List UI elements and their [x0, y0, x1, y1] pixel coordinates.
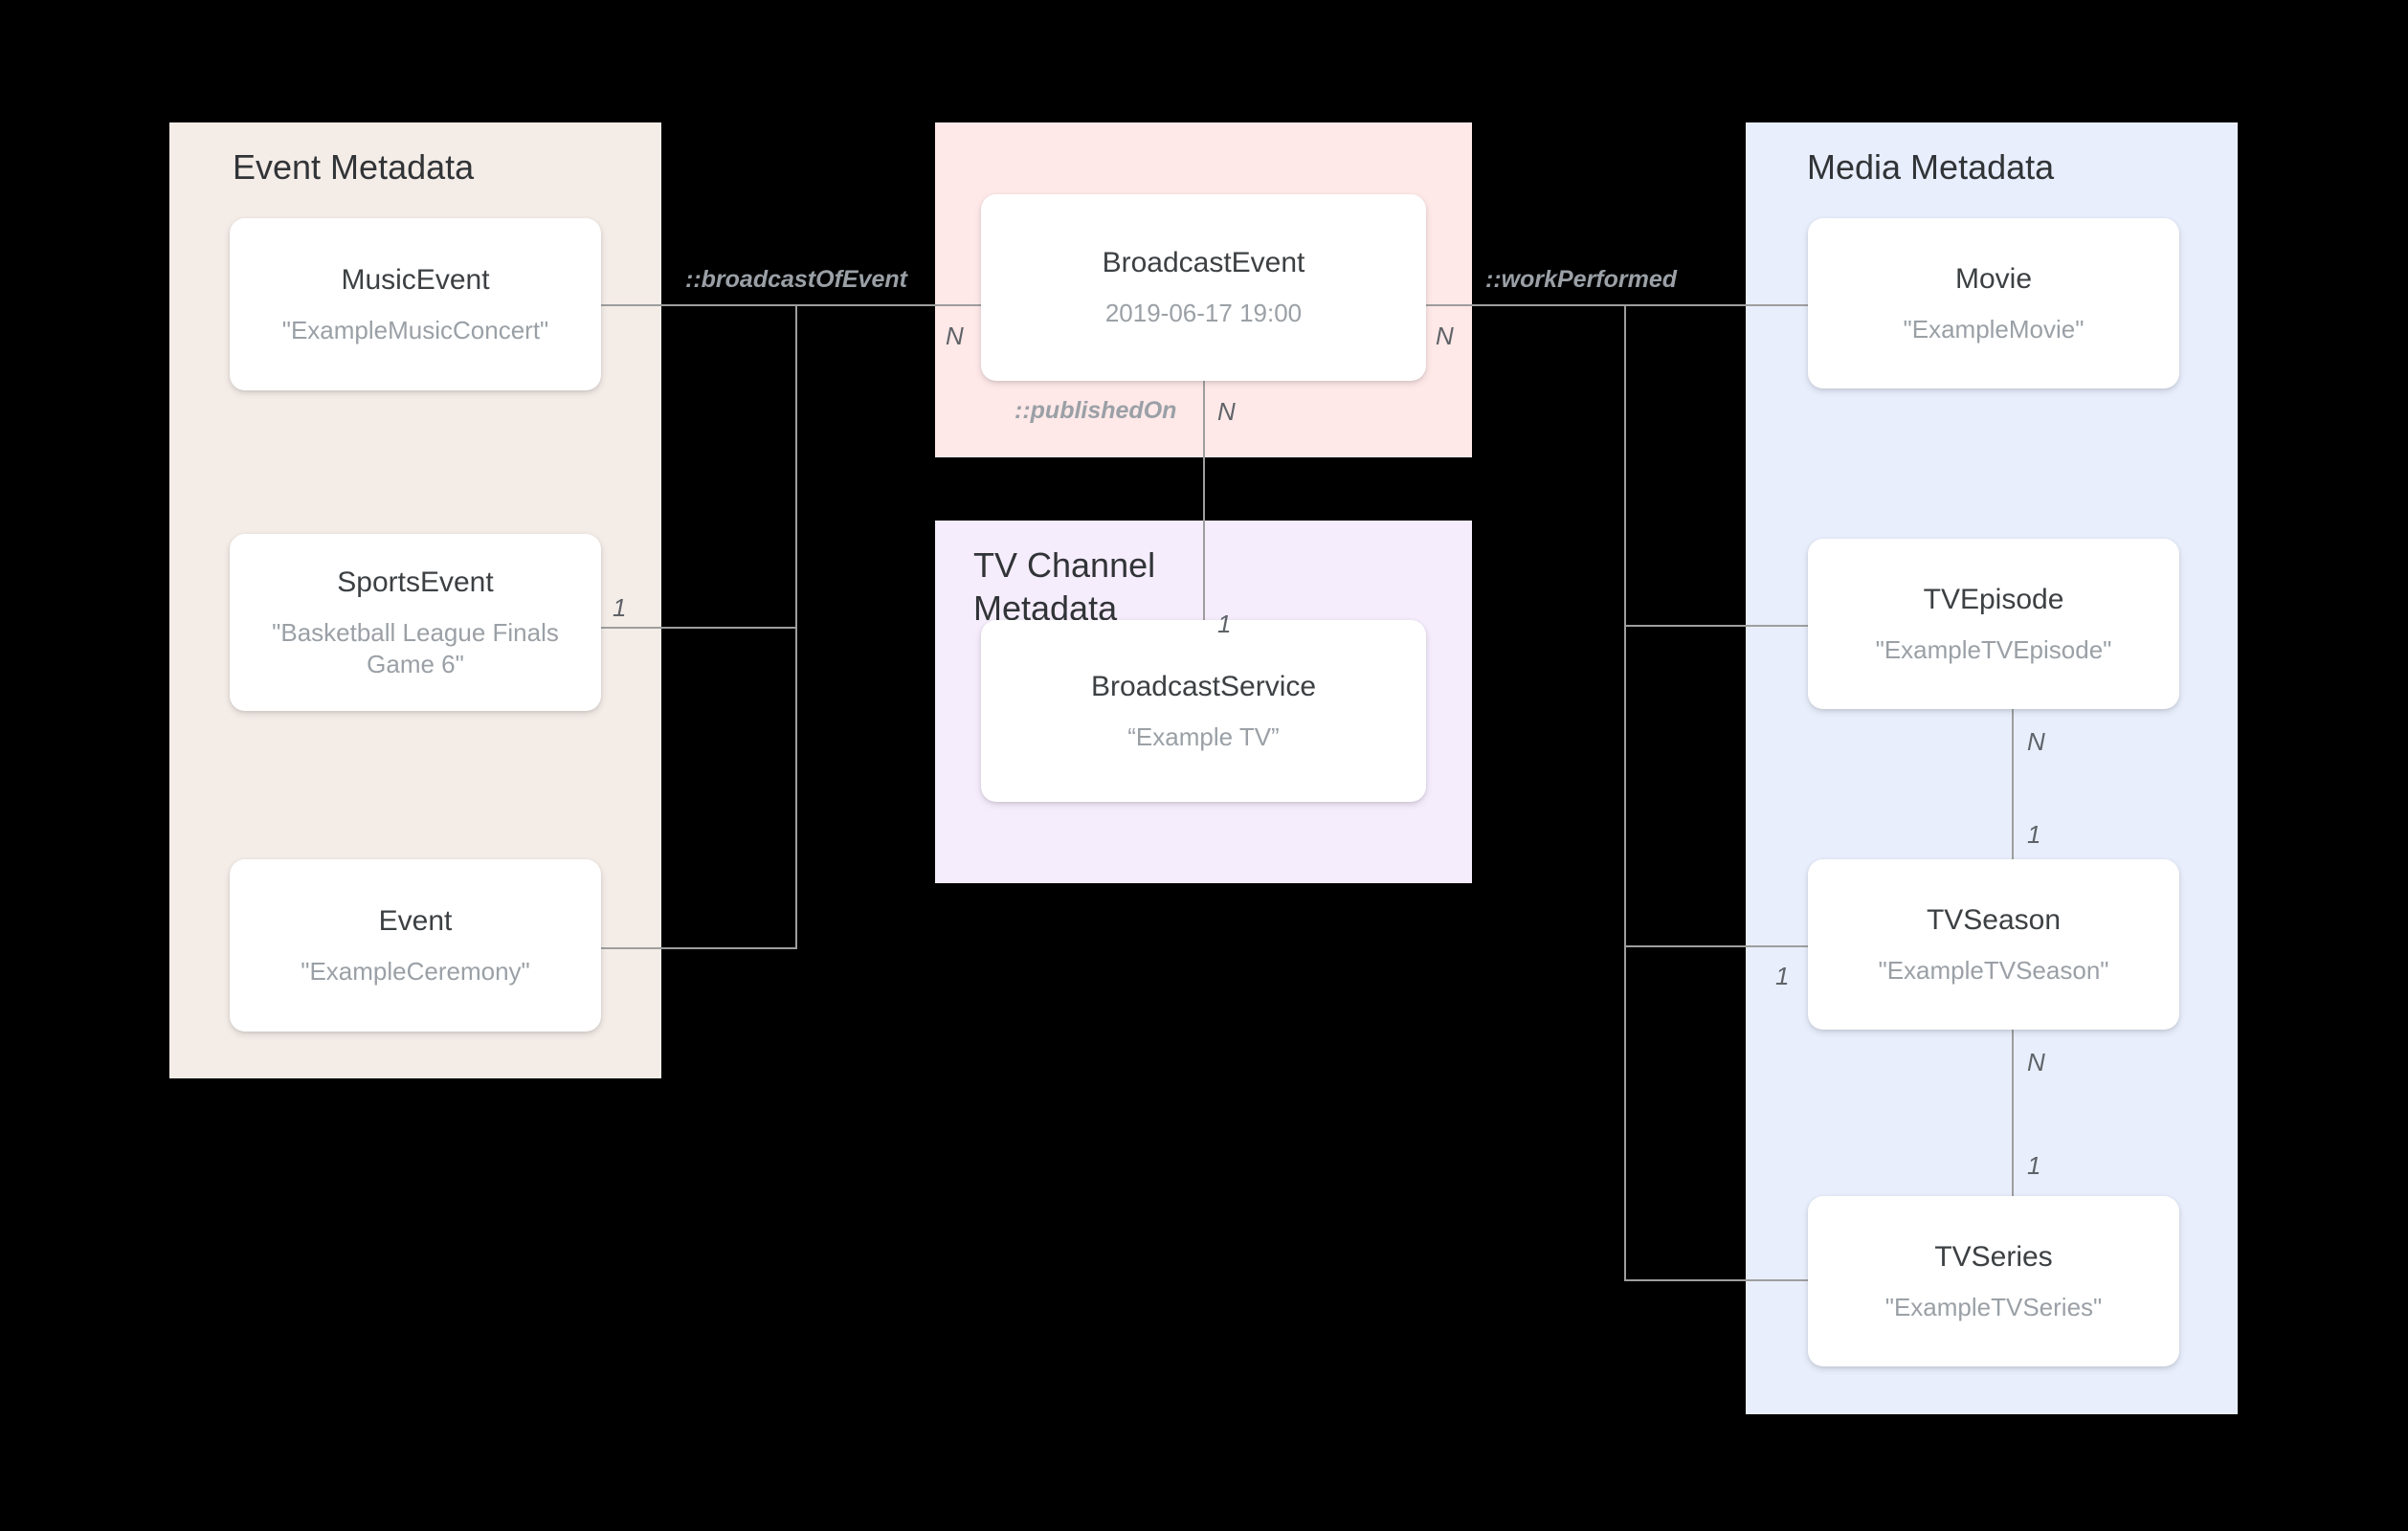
panel-media-metadata-title: Media Metadata	[1807, 147, 2055, 187]
entity-value-tvseason: "ExampleTVSeason"	[1878, 955, 2109, 985]
cardinality-broadcastevent-right: N	[1436, 322, 1454, 350]
panel-tv-channel-metadata-title: TV Channel Metadata	[973, 545, 1156, 629]
cardinality-tvseason-top: 1	[2027, 820, 2041, 849]
connector-hub-to-broadcastevent	[795, 304, 983, 306]
entity-type-broadcastservice: BroadcastService	[1090, 670, 1317, 702]
connector-tvseason-to-tvseries	[2012, 1030, 2014, 1196]
connector-hub-to-movie	[1624, 304, 1810, 306]
entity-type-musicevent: MusicEvent	[341, 263, 490, 296]
entity-value-broadcastservice: “Example TV”	[1127, 721, 1280, 751]
entity-card-musicevent[interactable]: MusicEvent "ExampleMusicConcert"	[230, 218, 601, 390]
entity-card-event[interactable]: Event "ExampleCeremony"	[230, 859, 601, 1032]
connector-hub-to-tvseries	[1624, 1279, 1810, 1281]
entity-type-tvseries: TVSeries	[1934, 1240, 2053, 1273]
cardinality-broadcastevent-left: N	[946, 322, 964, 350]
relationship-label-publishedon: ::publishedOn	[1014, 397, 1177, 424]
panel-event-metadata-title: Event Metadata	[233, 147, 475, 187]
entity-card-sportsevent[interactable]: SportsEvent "Basketball League Finals Ga…	[230, 534, 601, 711]
entity-card-broadcastservice[interactable]: BroadcastService “Example TV”	[981, 620, 1426, 802]
entity-type-broadcastevent: BroadcastEvent	[1102, 247, 1305, 279]
connector-right-hub-vertical	[1624, 304, 1626, 1281]
entity-value-musicevent: "ExampleMusicConcert"	[281, 315, 549, 344]
entity-type-tvepisode: TVEpisode	[1923, 583, 2064, 615]
entity-value-movie: "ExampleMovie"	[1903, 314, 2085, 344]
entity-value-event: "ExampleCeremony"	[301, 956, 530, 986]
cardinality-tvseason-bottom: N	[2027, 1048, 2045, 1076]
relationship-label-broadcastofevent: ::broadcastOfEvent	[685, 266, 907, 293]
connector-hub-to-tvseason	[1624, 945, 1810, 947]
cardinality-tvepisode-bottom: N	[2027, 727, 2045, 756]
entity-type-sportsevent: SportsEvent	[337, 566, 494, 598]
relationship-label-workperformed: ::workPerformed	[1485, 266, 1678, 293]
entity-card-broadcastevent[interactable]: BroadcastEvent 2019-06-17 19:00	[981, 194, 1426, 381]
entity-value-broadcastevent: 2019-06-17 19:00	[1104, 299, 1303, 328]
entity-card-tvseries[interactable]: TVSeries "ExampleTVSeries"	[1808, 1196, 2179, 1366]
connector-event-to-hub	[601, 947, 797, 949]
entity-card-tvepisode[interactable]: TVEpisode "ExampleTVEpisode"	[1808, 539, 2179, 709]
connector-sportsevent-to-hub	[601, 627, 797, 629]
cardinality-tvseason-left: 1	[1775, 962, 1790, 990]
connector-broadcastevent-to-right-hub	[1426, 304, 1626, 306]
connector-hub-to-tvepisode	[1624, 625, 1810, 627]
cardinality-broadcastevent-bottom: N	[1217, 397, 1236, 426]
entity-value-tvepisode: "ExampleTVEpisode"	[1875, 634, 2112, 664]
cardinality-broadcastservice-top: 1	[1217, 610, 1232, 638]
entity-card-tvseason[interactable]: TVSeason "ExampleTVSeason"	[1808, 859, 2179, 1030]
connector-musicevent-to-hub	[601, 304, 797, 306]
entity-value-tvseries: "ExampleTVSeries"	[1884, 1292, 2103, 1321]
connector-broadcastevent-to-broadcastservice	[1203, 381, 1205, 622]
entity-type-movie: Movie	[1954, 262, 2033, 295]
connector-tvepisode-to-tvseason	[2012, 709, 2014, 859]
entity-card-movie[interactable]: Movie "ExampleMovie"	[1808, 218, 2179, 388]
entity-value-sportsevent: "Basketball League Finals Game 6"	[272, 618, 559, 678]
entity-type-tvseason: TVSeason	[1926, 903, 2062, 936]
cardinality-tvseries-top: 1	[2027, 1151, 2041, 1180]
entity-type-event: Event	[378, 904, 453, 937]
cardinality-sportsevent-right: 1	[613, 593, 627, 622]
